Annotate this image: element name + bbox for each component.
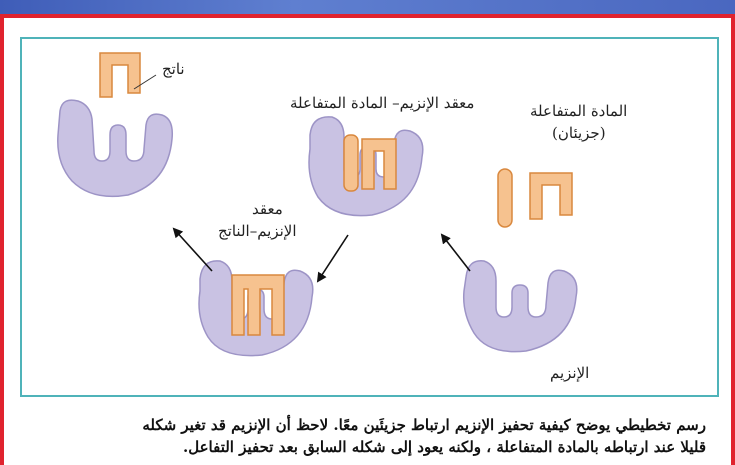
enzyme-shape-free [58, 100, 173, 196]
figure-frame: ناتج معقد الإنزيم– المادة المتفاعلة الما… [0, 14, 735, 465]
caption-line-2: قليلا عند ارتباطه بالمادة المتفاعلة ، ول… [44, 436, 706, 458]
arrow-start-to-complex [442, 235, 470, 271]
label-enzyme-substrate-complex: معقد الإنزيم– المادة المتفاعلة [290, 93, 474, 113]
label-substrate: المادة المتفاعلة [530, 101, 627, 121]
label-enzyme: الإنزيم [550, 363, 589, 383]
substrate-molecule-a [498, 169, 512, 227]
label-product: ناتج [162, 59, 185, 79]
substrate-molecule-b [530, 173, 572, 219]
enzyme-shape-start [464, 261, 577, 352]
label-substrate-count: (جزيئان) [552, 123, 606, 143]
figure-caption: رسم تخطيطي يوضح كيفية تحفيز الإنزيم ارتب… [44, 414, 706, 458]
bound-substrate-a [344, 135, 358, 191]
arrow-complex-to-product-complex [318, 235, 348, 281]
label-enzyme-product-complex-1: معقد [252, 199, 283, 219]
bound-product-shape [232, 275, 284, 335]
product-shape [100, 53, 140, 97]
top-banner [0, 0, 735, 14]
label-enzyme-product-complex-2: الإنزيم–الناتج [218, 221, 297, 241]
arrow-product-complex-to-release [174, 229, 212, 271]
caption-line-1: رسم تخطيطي يوضح كيفية تحفيز الإنزيم ارتب… [44, 414, 706, 436]
diagram-panel: ناتج معقد الإنزيم– المادة المتفاعلة الما… [20, 37, 719, 397]
